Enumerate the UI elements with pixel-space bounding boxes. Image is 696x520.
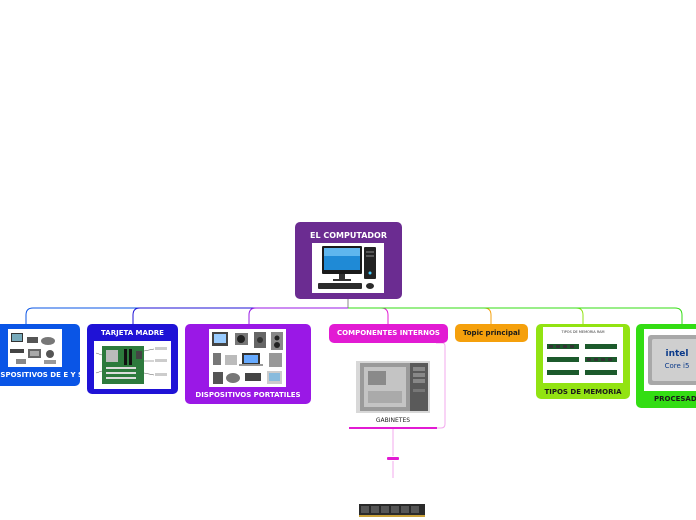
connector-tarjeta-madre xyxy=(132,307,348,326)
node-tarjeta-madre[interactable]: TARJETA MADRE xyxy=(87,324,178,394)
computer-image xyxy=(312,243,384,293)
node-topic-principal[interactable]: Topic principal xyxy=(455,324,528,342)
io-devices-image xyxy=(8,329,62,367)
node-procesador[interactable]: intel Core i5 PROCESADOR xyxy=(636,324,696,408)
processor-image: intel Core i5 xyxy=(644,329,696,391)
memory-types-image: TIPOS DE MEMORIA RAM xyxy=(543,327,623,383)
connector-dispositivos-es xyxy=(25,307,348,326)
label-procesador: PROCESADOR xyxy=(654,395,696,403)
portable-devices-image xyxy=(209,329,286,387)
label-dispositivos-es: DISPOSITIVOS DE E Y S xyxy=(0,371,84,379)
gabinetes-underline xyxy=(349,427,437,429)
connector-dispositivos-portatiles xyxy=(248,307,348,326)
connector-componentes-internos xyxy=(348,307,389,324)
node-dispositivos-es[interactable]: DISPOSITIVOS DE E Y S xyxy=(0,324,84,386)
label-componentes-internos: COMPONENTES INTERNOS xyxy=(337,329,440,337)
connector-topic-principal xyxy=(348,307,492,324)
connector-gabinetes xyxy=(436,342,446,429)
node-gabinetes[interactable]: GABINETES xyxy=(349,356,437,429)
label-tipos-memoria: TIPOS DE MEMORIA xyxy=(544,388,622,396)
root-node[interactable]: EL COMPUTADOR xyxy=(295,222,402,299)
root-label: EL COMPUTADOR xyxy=(310,231,387,240)
cpu-brand-text: intel xyxy=(666,349,689,359)
ram-module-image xyxy=(355,480,431,520)
node-dispositivos-portatiles[interactable]: DISPOSITIVOS PORTATILES xyxy=(185,324,311,404)
label-gabinetes: GABINETES xyxy=(375,417,411,424)
node-componentes-internos[interactable]: COMPONENTES INTERNOS xyxy=(329,324,448,343)
node-tipos-memoria[interactable]: TIPOS DE MEMORIA RAM TIPOS DE MEMORIA xyxy=(536,324,630,399)
connector-procesador xyxy=(348,307,683,326)
cabinet-image xyxy=(354,359,432,415)
label-dispositivos-portatiles: DISPOSITIVOS PORTATILES xyxy=(195,391,301,399)
cpu-model-text: Core i5 xyxy=(665,362,690,370)
memory-image-title: TIPOS DE MEMORIA RAM xyxy=(560,330,604,334)
motherboard-image xyxy=(94,341,171,389)
label-tarjeta-madre: TARJETA MADRE xyxy=(101,329,164,337)
collapsed-subtopic[interactable] xyxy=(387,457,399,460)
label-topic-principal: Topic principal xyxy=(462,329,521,337)
